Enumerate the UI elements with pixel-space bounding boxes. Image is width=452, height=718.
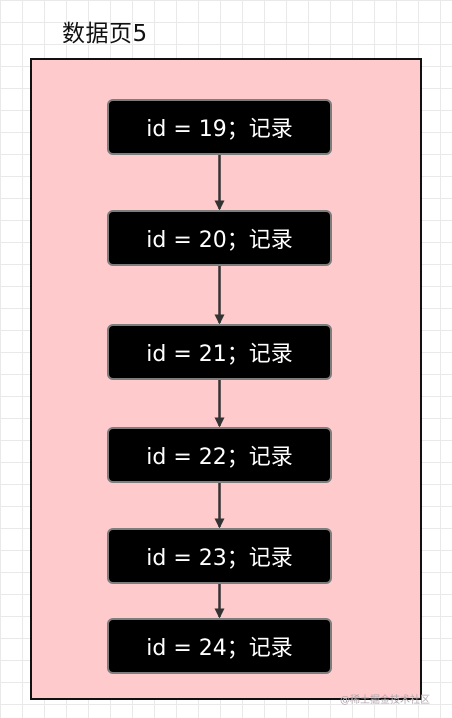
page-title: 数据页5 (62, 21, 148, 47)
record-node-20: id = 20；记录 (107, 210, 332, 266)
record-node-24: id = 24；记录 (107, 618, 332, 674)
record-node-23: id = 23；记录 (107, 528, 332, 584)
record-node-19: id = 19；记录 (107, 99, 332, 155)
record-node-21: id = 21；记录 (107, 324, 332, 380)
watermark: @稀土掘金技术社区 (340, 695, 430, 706)
record-node-22: id = 22；记录 (107, 427, 332, 483)
